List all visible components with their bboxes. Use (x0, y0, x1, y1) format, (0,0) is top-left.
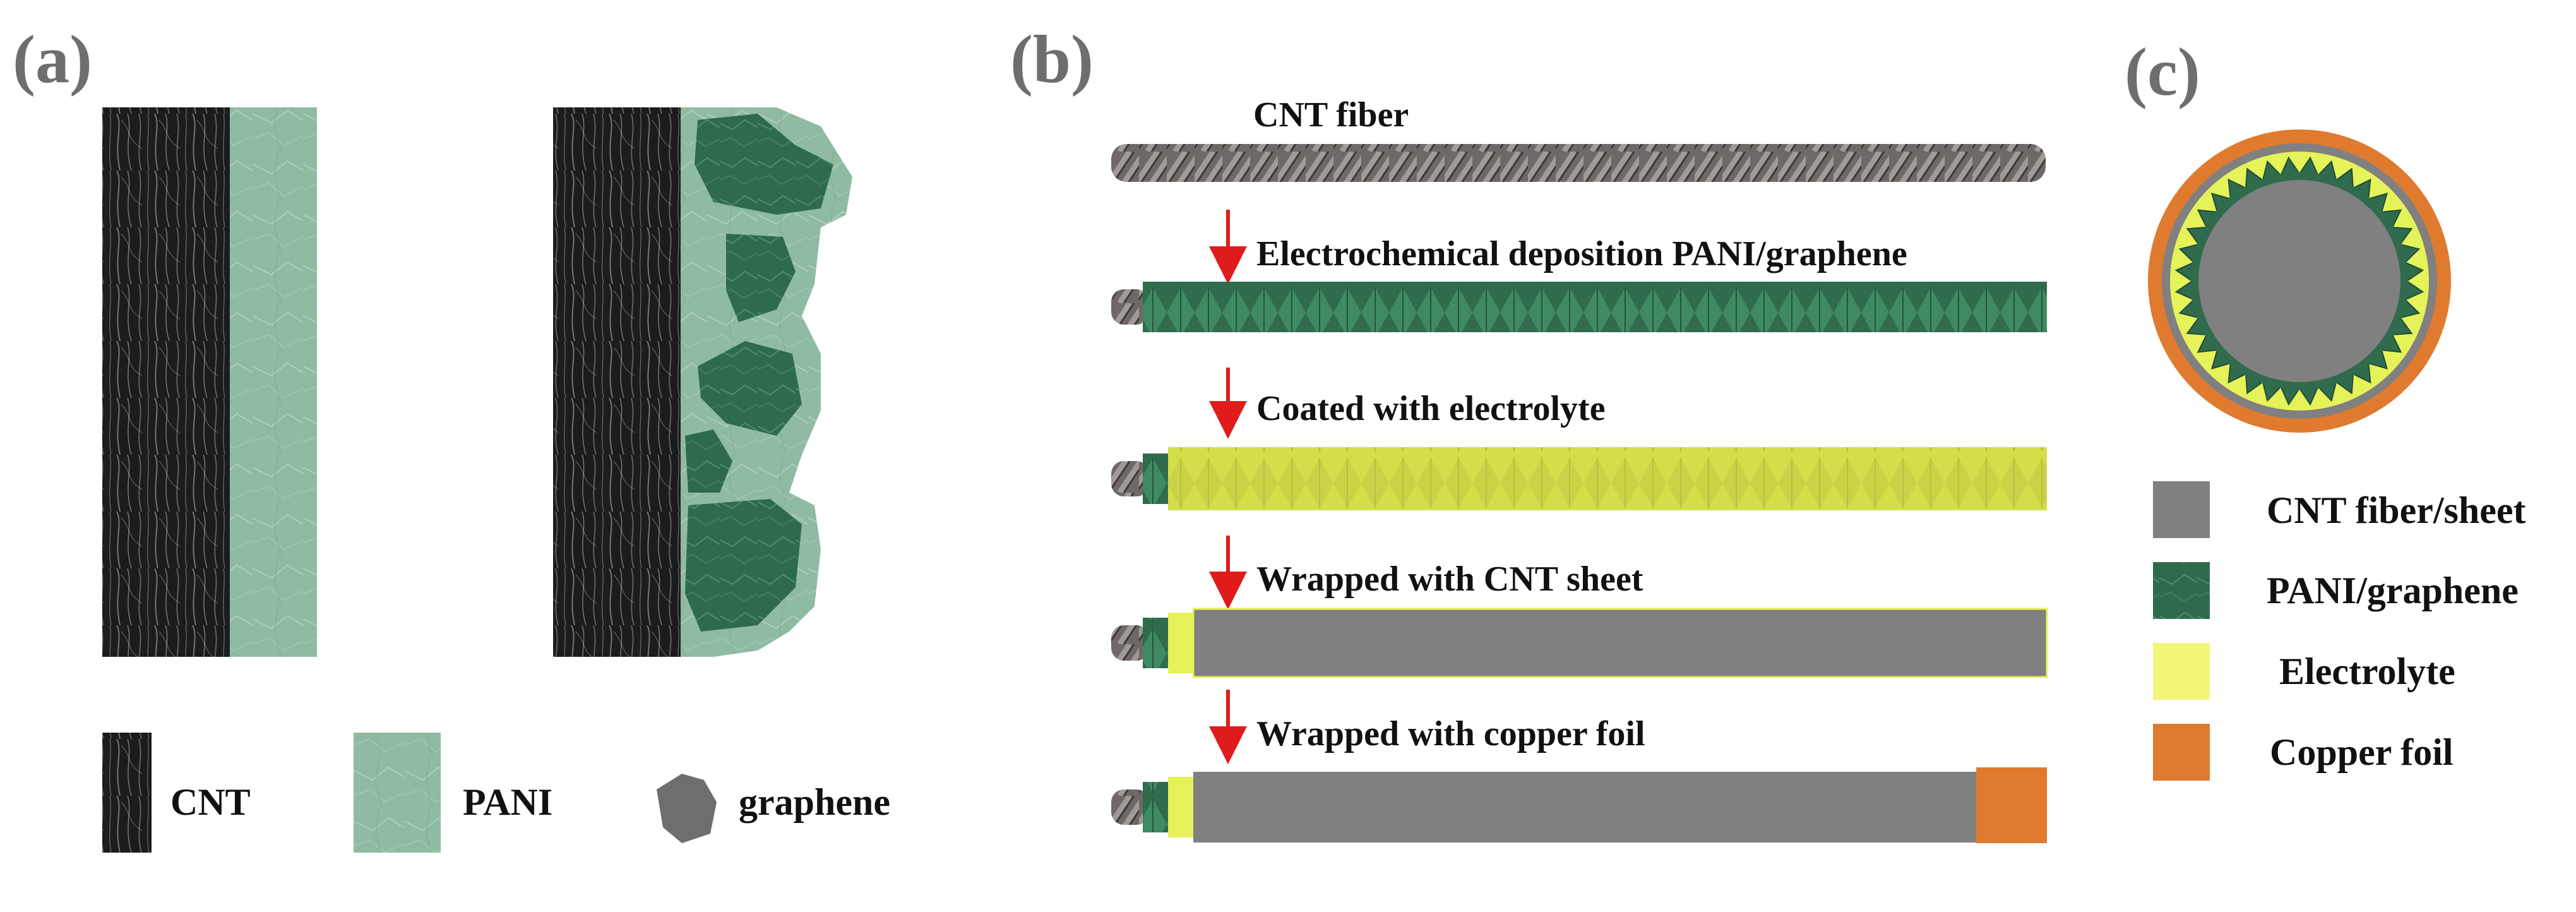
cnt-fiber-sheet-label: CNT fiber/sheet (2267, 489, 2526, 531)
pani-legend-swatch (354, 733, 441, 853)
pani-layer-left (230, 107, 317, 657)
electrolyte-stub-4 (1168, 613, 1193, 673)
electrolyte-stub-5 (1168, 777, 1193, 837)
copper-foil-wrap-5 (1976, 767, 2047, 843)
cnt-legend-swatch (102, 733, 152, 853)
copper-foil-swatch (2153, 724, 2210, 781)
pani-graphene-stub-3 (1143, 453, 1168, 504)
electrolyte-swatch (2153, 643, 2210, 700)
graphene-flake-3 (698, 341, 802, 436)
panel-c-label: (c) (2125, 35, 2200, 110)
electrolyte-label: Electrolyte (2279, 651, 2455, 692)
electrolyte-coating-3 (1168, 447, 2047, 510)
cnt-sheet-wrap-4 (1192, 608, 2048, 678)
step-3-label: Coated with electrolyte (1256, 389, 1606, 428)
panel-b-label: (b) (1010, 22, 1094, 97)
graphene-flake-5 (685, 499, 802, 632)
pani-graphene-stub-5 (1143, 782, 1168, 832)
graphene-legend-label: graphene (739, 781, 890, 823)
fiber-core-stub-5 (1111, 789, 1149, 825)
step-2-label: Electrochemical deposition PANI/graphene (1256, 234, 1907, 273)
cnt-layer-left (102, 107, 230, 657)
step-1-label: CNT fiber (1253, 95, 1409, 135)
fiber-core-stub-2 (1111, 289, 1149, 325)
electrolyte-glow-3 (1168, 447, 2047, 510)
pani-graphene-swatch (2153, 562, 2210, 619)
fiber-core-stub-3 (1111, 461, 1149, 496)
panel-a-label: (a) (13, 22, 92, 97)
fiber-core-stub-4 (1111, 625, 1149, 661)
cnt-layer-right (553, 107, 681, 657)
panel-b: (b) CNT fiber Electrochemical deposition… (1010, 22, 2048, 843)
graphene-flake-2 (726, 234, 796, 322)
panel-c: (c) CNT fiber/sheet PANI/graphene Electr… (2125, 35, 2526, 781)
pani-graphene-stub-4 (1143, 618, 1168, 668)
pani-graphene-label: PANI/graphene (2267, 570, 2519, 611)
pani-graphene-coating-2 (1143, 282, 2047, 332)
graphene-flake-4 (685, 429, 732, 493)
graphene-flake-1 (695, 114, 833, 215)
graphene-legend-swatch (657, 774, 717, 843)
step-4-label: Wrapped with CNT sheet (1256, 560, 1643, 599)
cnt-fiber-sheet-swatch (2153, 481, 2210, 538)
step-5-label: Wrapped with copper foil (1256, 714, 1645, 753)
panel-a: (a) CNT PANI graphene (13, 22, 890, 853)
cnt-fiber-core (2198, 180, 2400, 382)
cnt-sheet-wrap-5 (1193, 772, 1976, 843)
copper-foil-label: Copper foil (2270, 731, 2454, 773)
pani-legend-label: PANI (463, 781, 552, 823)
cnt-fiber-bare (1111, 144, 2046, 182)
cnt-legend-label: CNT (170, 781, 251, 823)
